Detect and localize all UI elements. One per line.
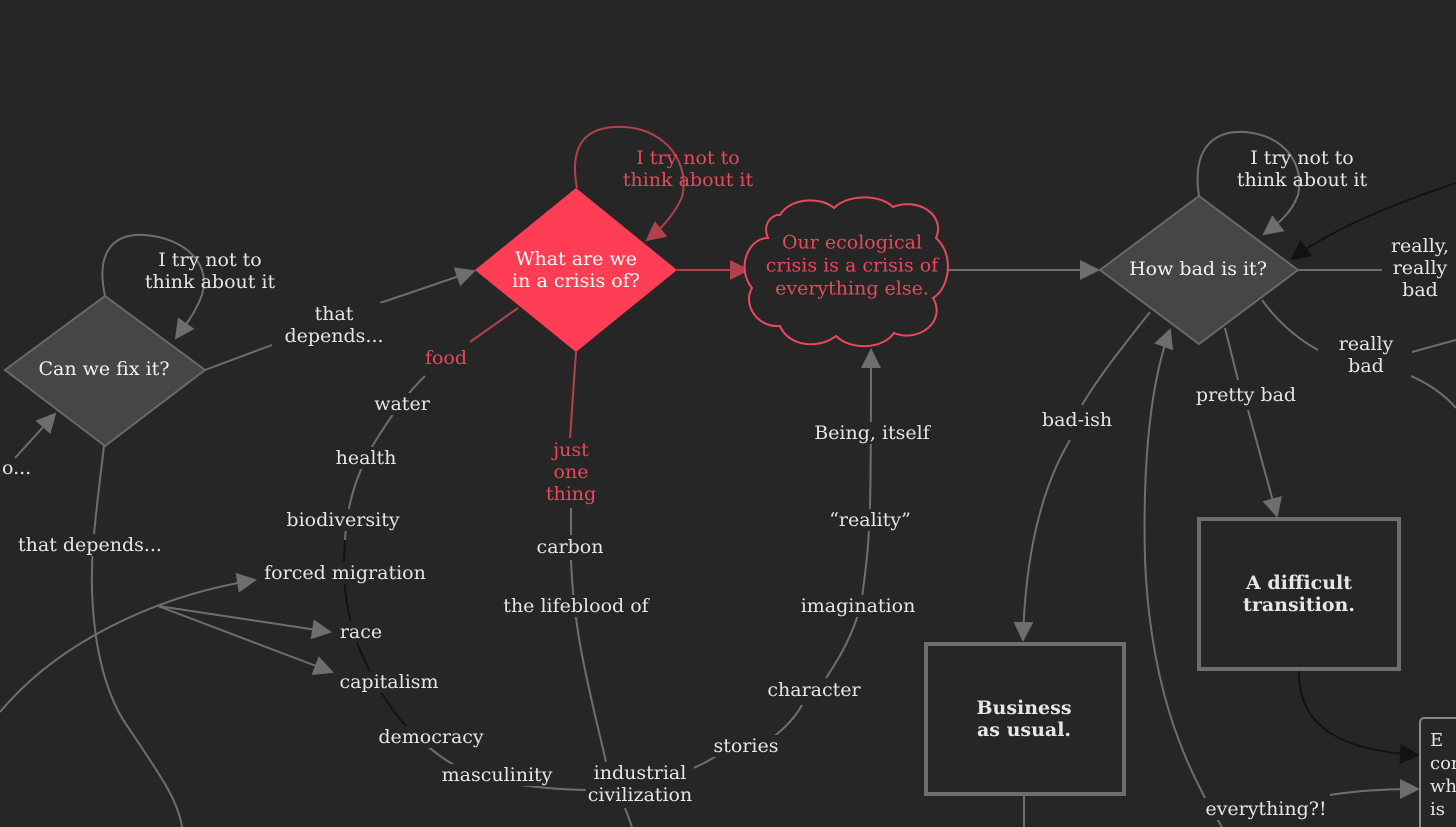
edge-partial-to-fix: [14, 412, 57, 459]
node-label-transition: A difficult transition.: [1243, 572, 1355, 616]
edge-one-thing-chain: [570, 508, 607, 763]
label-forced-migration: forced migration: [262, 562, 428, 584]
node-difficult-transition[interactable]: [1197, 517, 1401, 671]
label-partial-left: o...: [2, 457, 32, 479]
node-label-partial: E con wh is: [1430, 730, 1456, 820]
label-race: race: [337, 621, 385, 643]
edge-stories-character: [771, 704, 803, 739]
edge-howbad-pretty: [1224, 327, 1277, 516]
edge-howbad-reallybad: [1261, 299, 1319, 351]
node-label-can-we-fix-it: Can we fix it?: [38, 358, 170, 380]
edge-transition-out: [1297, 669, 1420, 764]
node-label-crisis-of: What are we in a crisis of?: [512, 248, 640, 292]
label-bad-ish: bad-ish: [1039, 409, 1115, 431]
edge-crisis-food: [469, 307, 519, 343]
label-character: character: [765, 679, 863, 701]
label-just-one-thing: just one thing: [543, 439, 599, 505]
edge-reallybad-out: [1399, 371, 1456, 409]
label-water: water: [372, 393, 432, 415]
node-label-business: Business as usual.: [976, 697, 1072, 741]
label-that-depends-short: that depends...: [282, 303, 386, 347]
label-that-depends-long: that depends...: [16, 534, 164, 556]
label-loop-bad: I try not to think about it: [1236, 147, 1368, 191]
loop-bad-edge: [1196, 130, 1301, 236]
edge-howbad-badish: [1023, 311, 1151, 640]
edge-incoming-dark: [1290, 182, 1456, 261]
label-being-itself: Being, itself: [812, 422, 932, 444]
node-how-bad-is-it[interactable]: [1098, 194, 1300, 346]
label-loop-fix: I try not to think about it: [144, 249, 276, 293]
edge-industrial-out: [624, 807, 633, 827]
edge-everything-right: [1329, 779, 1420, 800]
label-health: health: [333, 447, 399, 469]
node-partial-box[interactable]: [1419, 717, 1456, 827]
label-stories: stories: [711, 735, 781, 757]
edge-everything-up: [1143, 328, 1223, 827]
label-democracy: democracy: [376, 726, 486, 748]
label-masculinity: masculinity: [439, 764, 555, 786]
label-biodiversity: biodiversity: [284, 509, 402, 531]
edge-fan-capitalism: [157, 605, 334, 675]
loop-fix-edge: [101, 233, 205, 340]
node-what-are-we-in-crisis-of[interactable]: [475, 188, 677, 352]
label-lifeblood: the lifeblood of: [501, 595, 651, 617]
label-everything: everything?!: [1203, 798, 1329, 820]
node-ecological-cloud[interactable]: [743, 196, 949, 348]
edge-fan-race: [157, 605, 332, 640]
label-really-really-bad: really, really bad: [1388, 235, 1452, 301]
edge-fix-down: [90, 445, 183, 827]
label-carbon: carbon: [534, 536, 606, 558]
label-really-bad: really bad: [1321, 333, 1411, 377]
edge-left-curve: [0, 572, 257, 713]
node-label-ecological: Our ecological crisis is a crisis of eve…: [765, 231, 939, 300]
label-capitalism: capitalism: [337, 671, 441, 693]
label-loop-crisis: I try not to think about it: [622, 147, 754, 191]
label-food: food: [422, 347, 470, 369]
label-imagination: imagination: [798, 595, 918, 617]
label-industrial-civilization: industrial civilization: [585, 762, 695, 806]
label-reality: “reality”: [827, 509, 913, 531]
label-pretty-bad: pretty bad: [1193, 384, 1299, 406]
edge-crisis-one-thing: [569, 351, 577, 439]
edge-fix-to-crisis: [204, 271, 474, 371]
loop-crisis-edge: [574, 125, 685, 242]
node-business-as-usual[interactable]: [924, 642, 1126, 796]
edge-reallybad-right: [1411, 339, 1456, 353]
node-can-we-fix-it[interactable]: [3, 294, 207, 448]
node-label-how-bad: How bad is it?: [1129, 258, 1267, 280]
